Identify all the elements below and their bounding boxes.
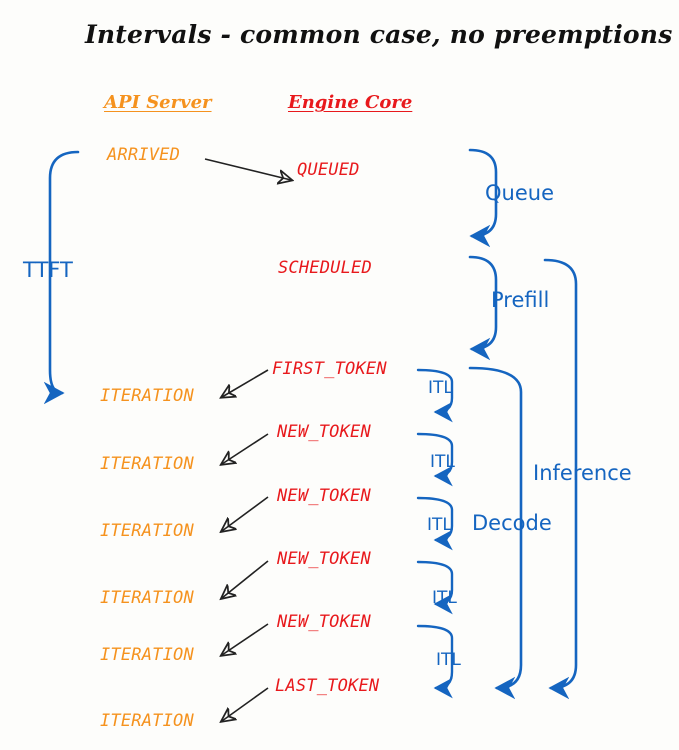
state-iteration-5: ITERATION <box>100 645 194 665</box>
bracket-decode <box>468 366 523 700</box>
bracket-itl-5 <box>416 624 454 699</box>
state-new-token-4: NEW_TOKEN <box>277 612 371 632</box>
arrow-new-token-1-to-iteration <box>222 433 269 464</box>
state-new-token-2: NEW_TOKEN <box>277 486 371 506</box>
interval-label-itl-5: ITL <box>436 650 461 670</box>
bracket-itl-3 <box>416 496 454 551</box>
arrow-last-token-to-iteration <box>222 687 269 721</box>
interval-label-queue: Queue <box>485 181 554 205</box>
column-header-engine-core: Engine Core <box>288 92 413 113</box>
interval-label-prefill: Prefill <box>491 288 550 312</box>
arrow-first-token-to-iteration <box>222 369 269 397</box>
bracket-queue <box>468 148 498 248</box>
state-new-token-3: NEW_TOKEN <box>277 549 371 569</box>
state-iteration-4: ITERATION <box>100 588 194 608</box>
state-scheduled: SCHEDULED <box>278 258 372 278</box>
bracket-itl-4 <box>416 560 454 615</box>
arrow-new-token-3-to-iteration <box>222 560 269 598</box>
bracket-ttft <box>43 150 80 405</box>
state-first-token: FIRST_TOKEN <box>272 359 387 379</box>
bracket-inference <box>543 258 578 700</box>
bracket-itl-2 <box>416 432 454 487</box>
state-iteration-6: ITERATION <box>100 711 194 731</box>
interval-label-inference: Inference <box>533 461 632 485</box>
state-iteration-2: ITERATION <box>100 454 194 474</box>
bracket-itl-1 <box>416 368 454 423</box>
page-title: Intervals - common case, no preemptions <box>85 20 673 49</box>
interval-label-ttft: TTFT <box>23 258 73 282</box>
state-iteration-1: ITERATION <box>100 386 194 406</box>
state-arrived: ARRIVED <box>107 145 181 165</box>
state-iteration-3: ITERATION <box>100 521 194 541</box>
state-new-token-1: NEW_TOKEN <box>277 422 371 442</box>
interval-label-decode: Decode <box>472 511 552 535</box>
column-header-api-server: API Server <box>104 92 212 113</box>
arrow-arrived-to-queued <box>204 158 291 180</box>
interval-label-itl-1: ITL <box>428 378 453 398</box>
arrow-new-token-2-to-iteration <box>222 496 269 531</box>
interval-label-itl-3: ITL <box>427 515 452 535</box>
state-last-token: LAST_TOKEN <box>275 676 380 696</box>
interval-label-itl-2: ITL <box>430 452 455 472</box>
bracket-prefill <box>468 255 498 361</box>
state-queued: QUEUED <box>297 160 360 180</box>
arrow-new-token-4-to-iteration <box>222 623 269 655</box>
interval-label-itl-4: ITL <box>432 588 457 608</box>
